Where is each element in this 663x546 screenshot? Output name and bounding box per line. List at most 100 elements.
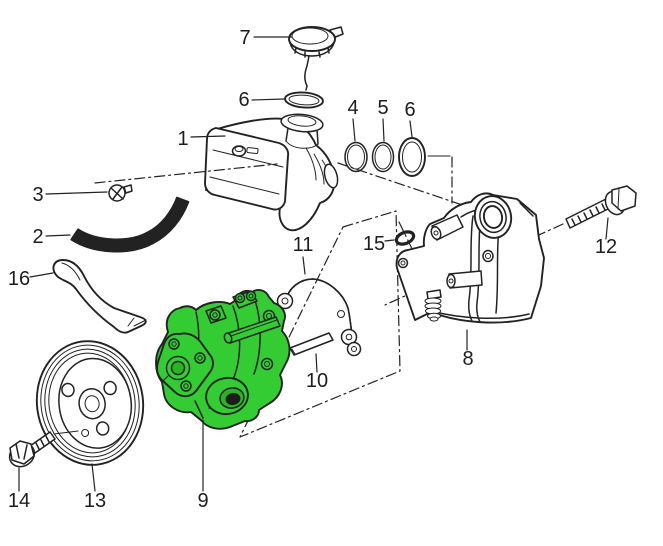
part-14-pulley-bolt[interactable] — [5, 430, 79, 471]
part-5-sealing-ring[interactable] — [371, 141, 395, 173]
part-10-pin[interactable] — [289, 332, 334, 356]
callout-7-number[interactable]: 7 — [239, 27, 250, 49]
callout-15-leader — [384, 239, 395, 242]
callout-5[interactable]: 5 — [377, 97, 389, 142]
callout-6-cap-oring[interactable]: 6 — [238, 89, 285, 111]
callout-4-leader — [352, 118, 356, 142]
callout-15[interactable]: 15 — [363, 233, 395, 255]
axis-reservoir-to-bracket — [337, 162, 496, 217]
pump-outlet — [205, 376, 249, 416]
callout-8-number[interactable]: 8 — [462, 348, 473, 370]
ring5-outer — [371, 141, 395, 173]
part-2-hose[interactable] — [70, 196, 190, 253]
callout-13-leader — [91, 463, 96, 492]
callout-14[interactable]: 14 — [8, 467, 30, 512]
callout-4[interactable]: 4 — [347, 97, 359, 142]
bracket-holes — [397, 249, 494, 269]
part-13-pulley[interactable] — [29, 334, 151, 472]
clamp-ends — [276, 292, 362, 357]
pulley-hub — [78, 387, 106, 420]
callout-12-leader — [605, 217, 609, 240]
pulley-small-hole — [81, 428, 90, 437]
callout-8[interactable]: 8 — [462, 329, 474, 370]
cap-skirt — [289, 42, 335, 57]
ring6-outer — [398, 137, 426, 177]
callout-2-number[interactable]: 2 — [32, 226, 43, 248]
part-12-bolt[interactable] — [565, 185, 637, 229]
cap-dipstick-tip — [305, 85, 308, 91]
part-8-support-bracket[interactable] — [395, 192, 545, 324]
callout-11-leader — [302, 256, 306, 275]
callout-3[interactable]: 3 — [32, 184, 108, 206]
axis-hose-to-reservoir — [94, 163, 278, 184]
clamp-band-outline — [285, 278, 353, 337]
part-11-retaining-clamp[interactable] — [276, 278, 362, 357]
lever-details — [61, 262, 147, 327]
o-ring-15 — [394, 230, 416, 246]
callout-6-cap-leader — [251, 98, 285, 101]
callout-10-number[interactable]: 10 — [306, 370, 328, 392]
hose-body — [70, 196, 189, 251]
callout-12[interactable]: 12 — [595, 217, 617, 258]
bolt14-threads — [35, 435, 50, 450]
callout-15-number[interactable]: 15 — [363, 233, 385, 255]
bolt14-assembly-line — [53, 430, 79, 435]
pump-shaft-boss — [162, 355, 191, 382]
lever-outline — [52, 259, 147, 334]
callout-14-number[interactable]: 14 — [8, 490, 30, 512]
callout-13[interactable]: 13 — [84, 463, 106, 512]
part-7-reservoir-cap[interactable] — [288, 26, 344, 91]
callout-1[interactable]: 1 — [177, 128, 226, 150]
bolt14-head-facets — [15, 443, 28, 460]
callout-9[interactable]: 9 — [197, 419, 209, 512]
clamp-band — [285, 278, 353, 337]
ring6-inner — [402, 141, 422, 173]
neck-opening — [287, 115, 317, 127]
callout-16[interactable]: 16 — [8, 268, 54, 290]
callouts: 1 2 3 4 5 6 6 7 — [8, 27, 617, 512]
cap-top — [288, 26, 336, 52]
callout-5-number[interactable]: 5 — [377, 97, 388, 119]
callout-11-number[interactable]: 11 — [293, 234, 314, 256]
callout-12-number[interactable]: 12 — [595, 236, 617, 258]
callout-7[interactable]: 7 — [239, 27, 293, 49]
part-15-o-ring[interactable] — [394, 230, 416, 247]
callout-6-ring-number[interactable]: 6 — [404, 99, 415, 121]
callout-3-leader — [45, 191, 108, 195]
callout-6-cap-number[interactable]: 6 — [238, 89, 249, 111]
cap-knurl — [294, 47, 330, 58]
callout-3-number[interactable]: 3 — [32, 184, 43, 206]
part-16-support-lever[interactable] — [52, 259, 147, 334]
cap-o-ring-inner — [288, 94, 320, 106]
callout-10[interactable]: 10 — [306, 353, 328, 392]
cap-dipstick — [304, 55, 310, 87]
bolt12-head-facet — [617, 188, 620, 210]
callout-11[interactable]: 11 — [293, 234, 314, 275]
reservoir-filler-neck — [280, 113, 324, 149]
part-4-sealing-ring[interactable] — [344, 141, 368, 173]
bracket-bar — [446, 270, 483, 289]
callout-13-number[interactable]: 13 — [84, 490, 106, 512]
callout-10-leader — [315, 353, 318, 373]
callout-16-number[interactable]: 16 — [8, 268, 30, 290]
pump-pin-cylinder — [223, 316, 281, 344]
part-9-power-steering-pump[interactable] — [155, 289, 291, 430]
callout-2[interactable]: 2 — [32, 226, 71, 248]
pump-flange-holes — [168, 338, 206, 392]
part-1-fluid-reservoir[interactable] — [94, 112, 340, 232]
callout-16-leader — [29, 272, 54, 278]
part-6-cap-o-ring[interactable] — [284, 91, 324, 109]
pump-rear-bosses — [205, 290, 276, 371]
clip-facets — [110, 184, 133, 200]
ring4-outer — [344, 141, 368, 173]
callout-5-leader — [382, 118, 385, 142]
callout-4-number[interactable]: 4 — [347, 97, 358, 119]
part-6-sealing-ring-large[interactable] — [398, 137, 426, 177]
part-3-clip[interactable] — [108, 184, 133, 202]
callout-1-number[interactable]: 1 — [177, 128, 188, 150]
callout-6-ring[interactable]: 6 — [404, 99, 416, 138]
pin-body — [289, 332, 334, 356]
callout-9-number[interactable]: 9 — [197, 490, 208, 512]
ring4-inner — [347, 144, 365, 170]
